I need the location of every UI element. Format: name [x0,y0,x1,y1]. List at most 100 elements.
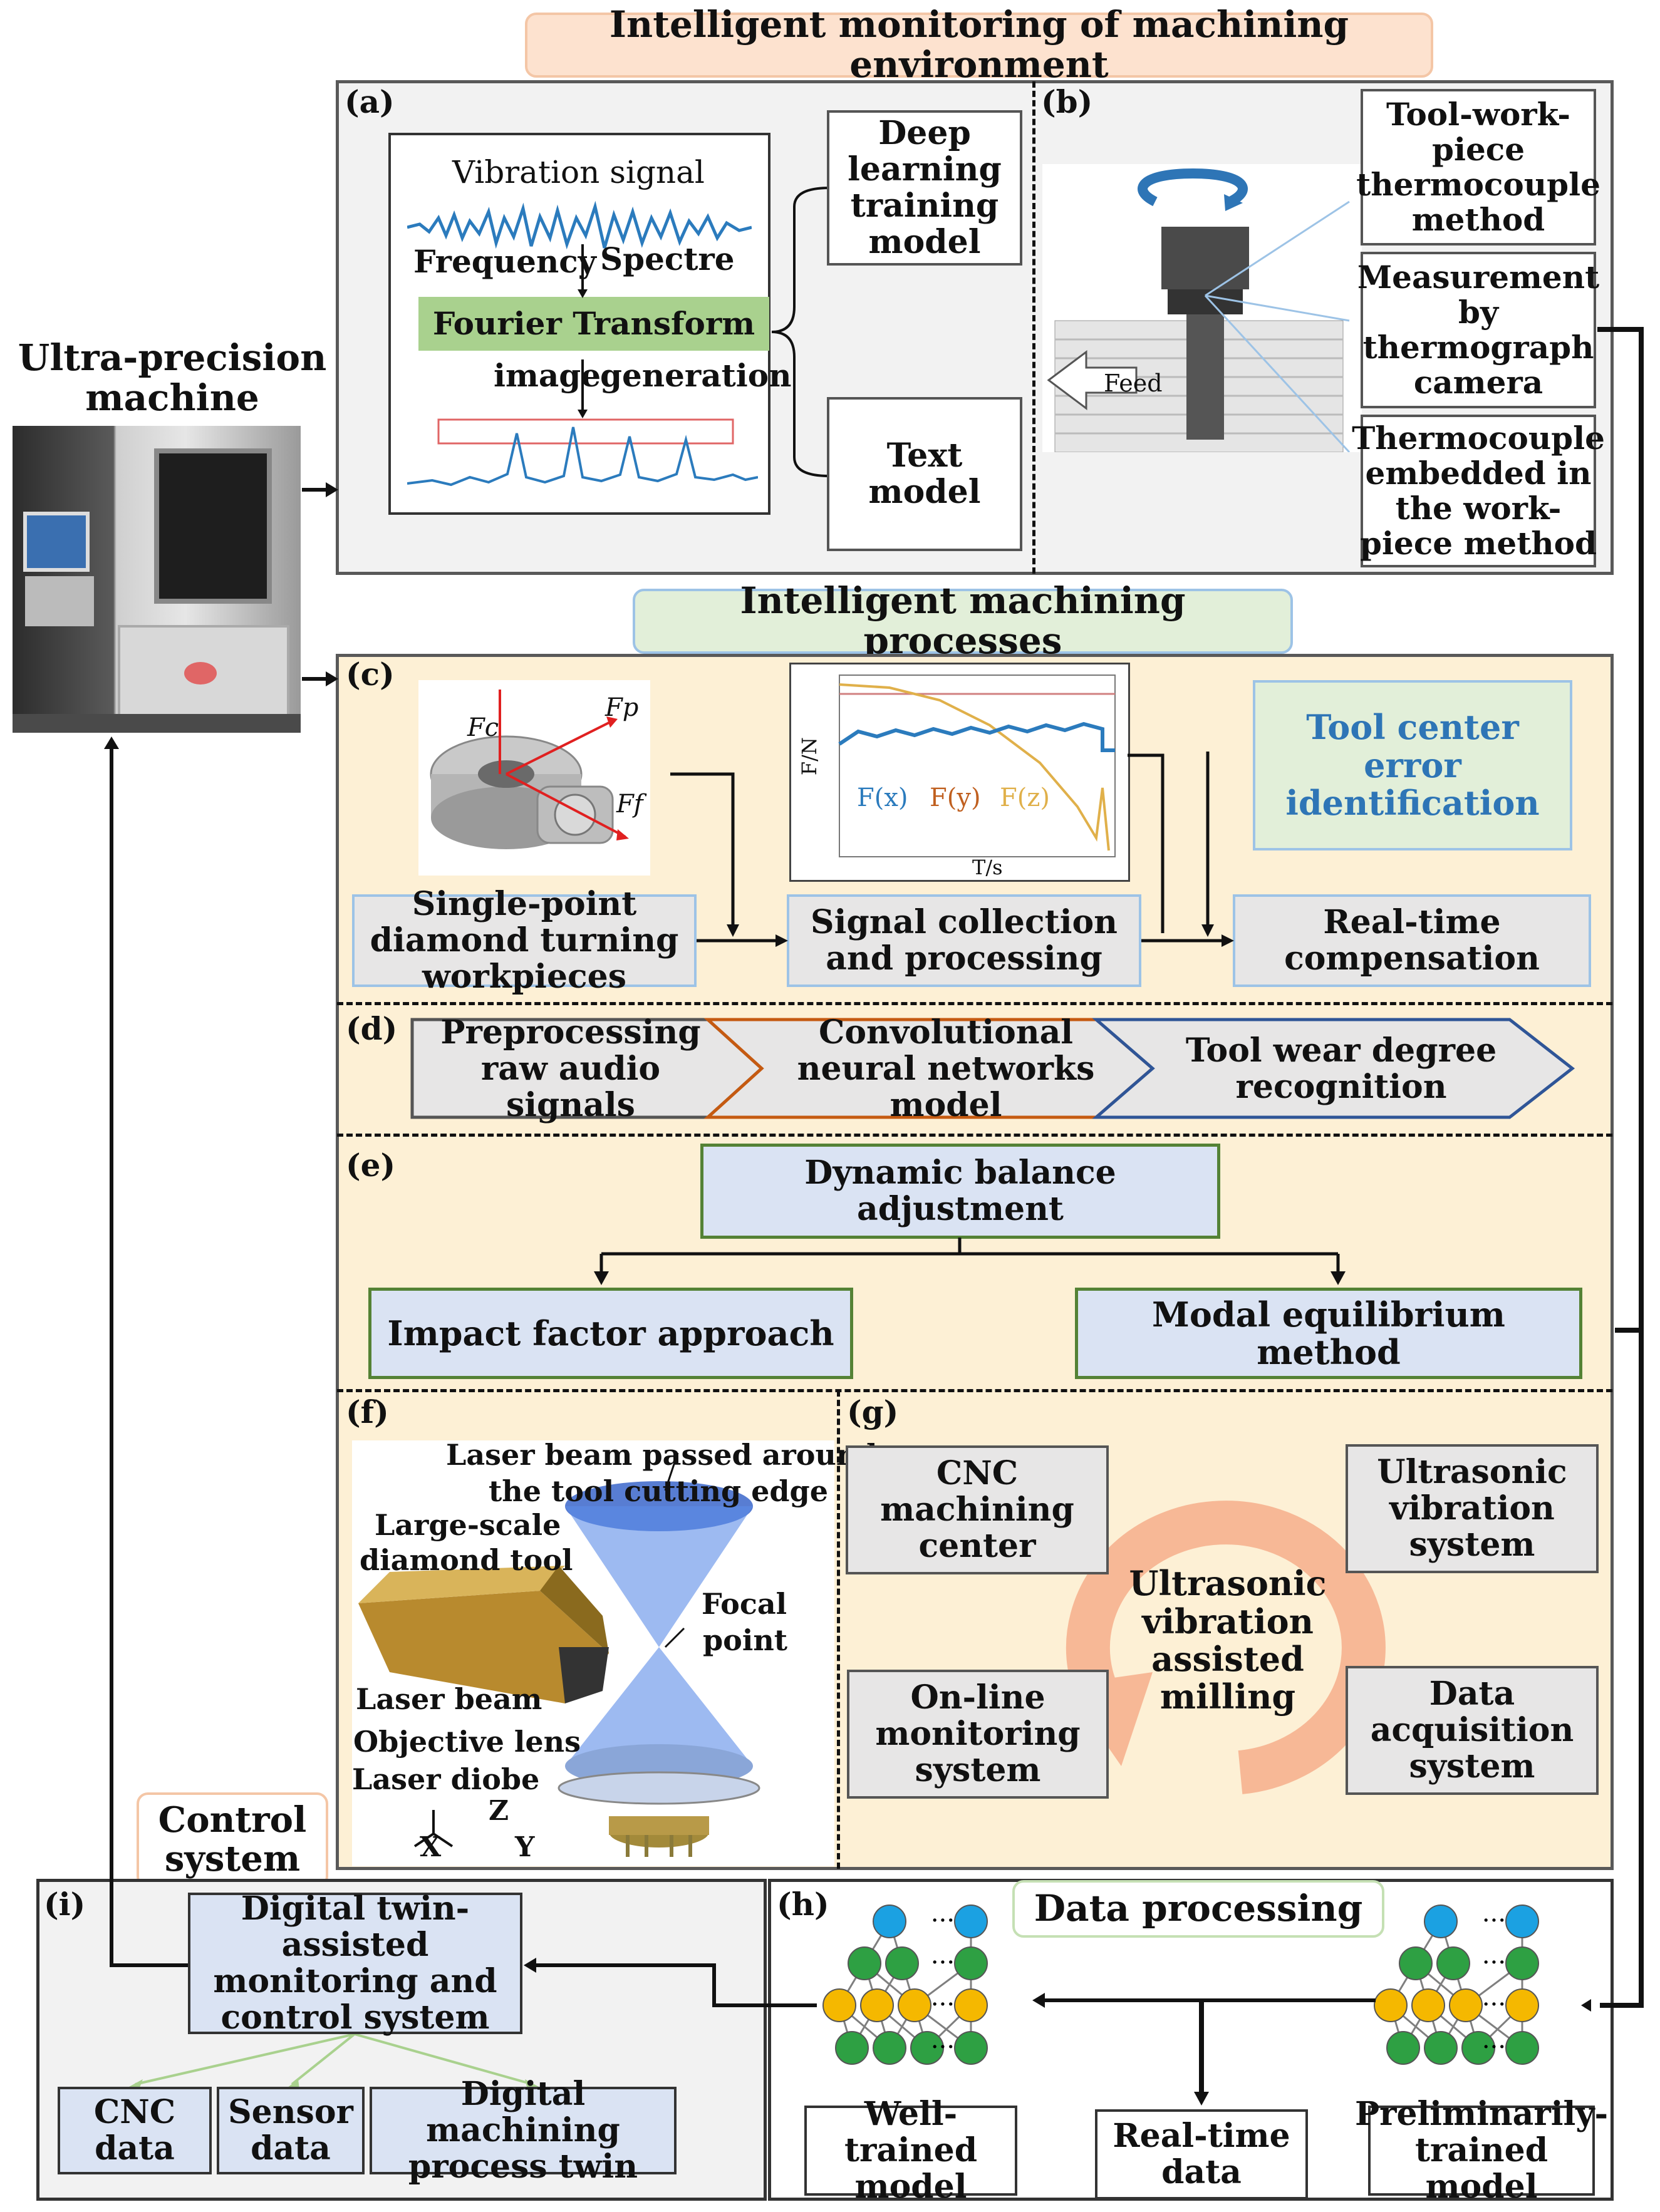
cnc-center-text: CNC machining center [880,1454,1074,1566]
method-3-box: Thermocouple embedded in the work-piece … [1352,415,1605,567]
ff-label: Ff [616,790,643,818]
nn-ellipsis: ··· [1482,1906,1506,1935]
daq-system-box: Data acquisition system [1346,1666,1599,1795]
nn-neuron [873,1904,906,1938]
sensor-illustration [430,690,629,849]
dynamic-balance-text: Dynamic balance adjustment [804,1153,1116,1228]
method-3-text: Thermocouple embedded in the work-piece … [1352,420,1605,562]
nn-neuron [1505,1904,1539,1938]
nn-neuron [1505,1988,1539,2022]
nn-neuron [954,1904,988,1938]
large-scale-label: Large-scale [375,1508,561,1542]
nn-ellipsis: ··· [931,2033,955,2062]
tool-center-text: Tool center error identification [1285,707,1540,824]
method-2-text: Measurement by thermograph camera [1357,259,1600,401]
deep-model-box: Deep learning training model [827,110,1022,266]
nn-neuron [1411,1988,1445,2022]
fp-label: Fp [605,694,638,721]
fc-label: Fc [467,714,499,742]
realtime-comp-text: Real-time compensation [1284,902,1540,978]
process-twin-box: Digital machining process twin [370,2075,677,2185]
cnc-data-box: CNC data [58,2087,212,2174]
title-data-text: Data processing [1034,1887,1363,1930]
well-trained-text: Well-trained model [844,2094,978,2206]
nn-well-trained: ··· ··· ··· ··· [822,1904,988,2065]
focal-label: Focal [702,1587,787,1621]
label-h: (h) [777,1886,829,1923]
nn-ellipsis: ··· [1482,2033,1506,2062]
point-label: point [703,1623,788,1657]
label-c: (c) [346,656,395,693]
divider-ab [1032,81,1035,574]
divider-fg [837,1390,840,1869]
nn-neuron [1449,1988,1483,2022]
arrows-a [578,244,588,418]
online-monitoring-box: On-line monitoring system [847,1670,1109,1799]
label-d: (d) [346,1010,398,1047]
prelim-trained-text: Preliminarily-trained model [1354,2094,1609,2206]
cutting-edge-label: the tool cutting edge [489,1474,828,1508]
cnn-step: Convolutional neural networks model [770,1014,1121,1124]
cnc-data-text: CNC data [93,2092,176,2168]
tool-wear-text: Tool wear degree recognition [1185,1031,1497,1106]
nn-neuron [822,1988,856,2022]
nn-ellipsis: ··· [1482,1990,1506,2019]
divider-cd [337,1002,1612,1005]
label-i: (i) [44,1886,86,1923]
realtime-data-text: Real-time data [1113,2116,1290,2191]
nn-ellipsis: ··· [931,1948,955,1977]
frequency-label: Frequency [413,243,596,280]
diamond-tool-label: diamond tool [360,1543,573,1577]
force-plot [838,674,1116,857]
nn-ellipsis: ··· [931,1990,955,2019]
signal-box: Signal collection and processing [787,894,1141,987]
nn-ellipsis: ··· [931,1906,955,1935]
method-2-box: Measurement by thermograph camera [1357,252,1599,408]
divider-de [337,1134,1612,1137]
ff-text: Ff [616,790,643,819]
nn-neuron [1386,2031,1420,2065]
laser-diobe-label: Laser diobe [352,1762,540,1796]
preprocess-text: Preprocessing raw audio signals [440,1013,701,1125]
text-model-box: Text model [827,397,1022,551]
machine-label-text: Ultra-precision machine [18,336,327,419]
deep-model-text: Deep learning training model [848,113,1002,262]
laser-around-label: Laser beam passed around [446,1438,878,1472]
digital-twin-text: Digital twin-assisted monitoring and con… [213,1889,497,2037]
text-model-text: Text model [868,436,981,511]
daq-system-text: Data acquisition system [1370,1674,1574,1786]
arrows-e [594,1238,1346,1285]
well-trained-box: Well-trained model [804,2096,1017,2205]
laser-beam-label: Laser beam [356,1682,542,1716]
nn-ellipsis: ··· [1482,1948,1506,1977]
spectre-label: Spectre [600,240,735,277]
sensor-data-box: Sensor data [217,2087,365,2174]
laser-illustration [358,1452,760,1857]
tool-center-box: Tool center error identification [1253,680,1572,850]
machine-photo-detail [13,448,301,733]
label-a: (a) [345,83,395,120]
fx-legend: F(x) [857,783,908,812]
dynamic-balance-box: Dynamic balance adjustment [700,1144,1220,1239]
title-ctrl: Control system [137,1792,328,1888]
chevrons-d [410,1018,1575,1119]
nn-neuron [835,2031,869,2065]
digital-twin-box: Digital twin-assisted monitoring and con… [188,1889,522,2037]
realtime-comp-box: Real-time compensation [1233,894,1591,987]
machine-label: Ultra-precision machine [13,338,332,418]
title-data: Data processing [1012,1880,1384,1938]
online-monitoring-text: On-line monitoring system [875,1678,1081,1790]
nn-neuron [885,1946,919,1980]
nn-neuron [1374,1988,1408,2022]
uvam-center-text: Ultrasonic vibration assisted milling [1129,1563,1327,1717]
fourier-box: Fourier Transform [418,297,769,351]
fc-text: Fc [467,713,499,742]
modal-equilibrium-text: Modal equilibrium method [1152,1294,1505,1372]
label-b: (b) [1041,83,1093,120]
axis-z-label: Z [489,1795,509,1827]
nn-neuron [1399,1946,1433,1980]
fz-legend: F(z) [1000,783,1050,812]
nn-neuron [1505,1946,1539,1980]
